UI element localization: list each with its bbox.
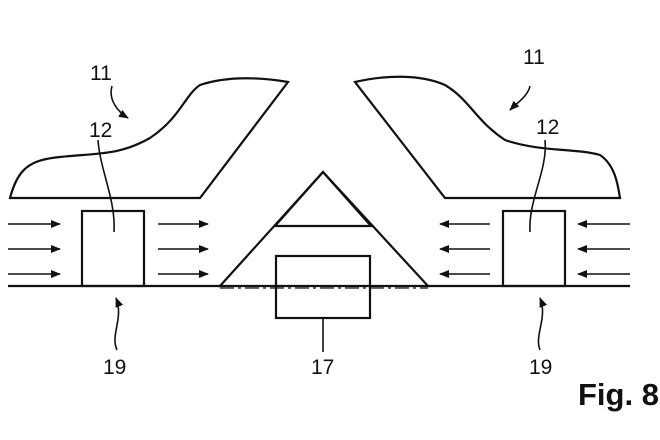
figure-caption: Fig. 8 [578, 377, 659, 412]
label-center-box: 17 [311, 356, 334, 379]
label-left-base: 19 [103, 356, 126, 379]
label-right-base: 19 [529, 356, 552, 379]
left-base-leader [114, 297, 124, 351]
right-block [501, 209, 567, 288]
center-triangle-hatched-top [272, 170, 374, 228]
right-outflow-arrows [439, 220, 490, 278]
center-triangle [217, 170, 431, 288]
left-inflow-arrows [8, 220, 61, 278]
label-right-body: 11 [523, 46, 545, 69]
left-body-leader [110, 85, 129, 119]
right-block-leader [529, 139, 547, 233]
label-left-block: 12 [89, 119, 112, 142]
label-right-block: 12 [536, 116, 559, 139]
right-body-leader [509, 85, 531, 111]
left-block-leader [97, 139, 115, 233]
right-base-leader [537, 297, 548, 351]
label-left-body: 11 [90, 62, 112, 85]
left-block [80, 209, 146, 288]
left-outflow-arrows [158, 220, 209, 278]
right-hatched-body [353, 75, 622, 200]
left-hatched-body [8, 77, 290, 200]
right-inflow-arrows [577, 220, 630, 278]
